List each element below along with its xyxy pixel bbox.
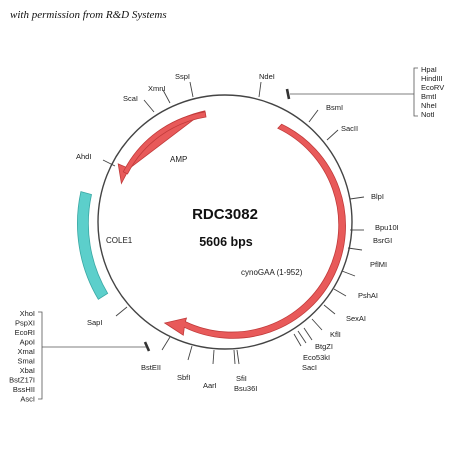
site-label: XmaI — [17, 347, 35, 356]
mcs-top-list: HpaI HindIII EcoRV BmtI NheI NotI — [421, 65, 444, 119]
site-label: AhdI — [76, 152, 91, 161]
site-label: NotI — [421, 110, 435, 119]
site-label: NdeI — [259, 72, 275, 81]
site-label: BstZ17I — [9, 376, 35, 385]
site-label: PshAI — [358, 291, 378, 300]
site-label: PflMI — [370, 260, 387, 269]
permission-credit: with permission from R&D Systems — [10, 9, 167, 21]
mcs-top-bracket — [285, 67, 418, 117]
site-label: XhoI — [20, 309, 35, 318]
site-label: SspI — [175, 72, 190, 81]
cynogaa-label: cynoGAA (1-952) — [241, 268, 303, 277]
site-label: BsrGI — [373, 236, 392, 245]
site-label: Eco53kI — [303, 353, 330, 362]
site-label: BlpI — [371, 192, 384, 201]
site-label: ScaI — [123, 94, 138, 103]
site-label: SapI — [87, 318, 102, 327]
plasmid-name: RDC3082 — [192, 206, 258, 223]
site-label: BstEII — [141, 363, 161, 372]
site-label: PspXI — [15, 319, 35, 328]
mcs-left-list: XhoI PspXI EcoRI ApoI XmaI SmaI XbaI Bst… — [9, 309, 35, 404]
site-label: SmaI — [17, 357, 35, 366]
site-label: SacI — [302, 363, 317, 372]
plasmid-backbone — [97, 94, 353, 350]
site-label: EcoRI — [15, 328, 35, 337]
site-label: XmnI — [148, 84, 166, 93]
site-label: AarI — [203, 381, 217, 390]
site-label: XbaI — [20, 366, 35, 375]
site-label: KflI — [330, 330, 341, 339]
site-label: ApoI — [20, 338, 35, 347]
amp-feature-body — [122, 111, 207, 175]
site-label: HindIII — [421, 74, 443, 83]
site-label: SacII — [341, 124, 358, 133]
site-label: SbfI — [177, 373, 190, 382]
site-label: BsmI — [326, 103, 343, 112]
site-label: BssHII — [13, 385, 35, 394]
cole1-feature — [77, 191, 109, 300]
amp-label: AMP — [170, 155, 187, 164]
site-label: AscI — [20, 395, 35, 404]
mcs-left-bracket — [38, 311, 151, 400]
site-label: EcoRV — [421, 83, 444, 92]
site-label: Bpu10I — [375, 223, 399, 232]
site-label: NheI — [421, 101, 437, 110]
site-label: HpaI — [421, 65, 437, 74]
site-label: SexAI — [346, 314, 366, 323]
site-label: SfiI — [236, 374, 247, 383]
site-label: Bsu36I — [234, 384, 257, 393]
cut-site-ticks — [102, 81, 365, 365]
site-label: BtgZI — [315, 342, 333, 351]
site-label: BmtI — [421, 92, 436, 101]
plasmid-size: 5606 bps — [199, 235, 253, 249]
cynogaa-feature-arrow — [163, 123, 346, 339]
cole1-label: COLE1 — [106, 236, 133, 245]
amp-feature-arrow — [117, 110, 206, 185]
